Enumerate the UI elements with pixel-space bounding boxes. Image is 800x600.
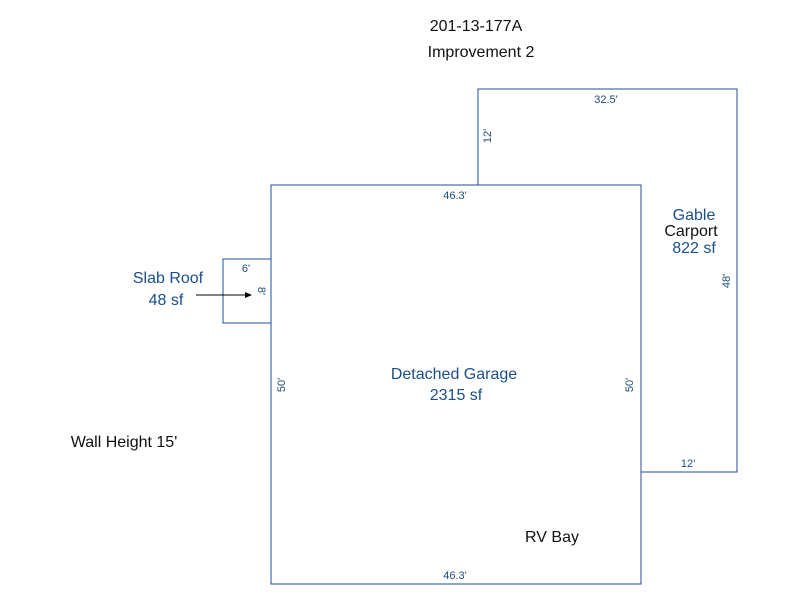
carport-area: 822 sf [672, 240, 716, 257]
garage-name: Detached Garage [391, 366, 517, 383]
carport-dim-left: 12' [482, 129, 494, 143]
carport-name-line1: Gable [673, 207, 716, 224]
garage-dim-right: 50' [624, 378, 636, 392]
rv-bay-label: RV Bay [525, 529, 579, 546]
carport-name-line2: Carport [664, 223, 718, 240]
slab-roof-dim-top: 6' [242, 263, 250, 275]
slab-roof-name: Slab Roof [133, 270, 204, 287]
parcel-id: 201-13-177A [430, 18, 523, 35]
wall-height-label: Wall Height 15' [71, 434, 178, 451]
slab-roof-pointer-arrow [196, 292, 252, 298]
garage-outline [270, 184, 642, 585]
garage-dim-top: 46.3' [443, 190, 467, 202]
improvement-label: Improvement 2 [428, 44, 535, 61]
carport-dim-bottom: 12' [681, 458, 695, 470]
slab-roof-outline [222, 258, 272, 324]
carport-outline [477, 88, 738, 473]
garage-dim-bottom: 46.3' [443, 570, 467, 582]
garage-area: 2315 sf [430, 387, 483, 404]
carport-dim-right: 48' [721, 274, 733, 288]
carport-dim-top: 32.5' [594, 94, 618, 106]
slab-roof-area: 48 sf [149, 292, 184, 309]
garage-dim-left: 50' [276, 378, 288, 392]
slab-roof-dim-side: 8' [255, 287, 267, 295]
